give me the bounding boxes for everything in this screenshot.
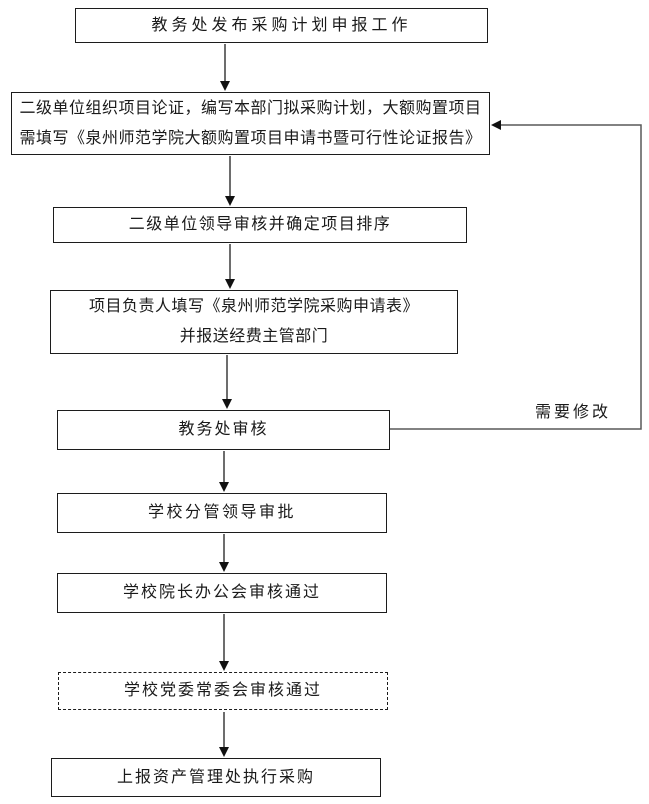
node-president-office-meeting-review: 学校院长办公会审核通过: [57, 573, 387, 613]
node-school-vice-leader-approval: 学校分管领导审批: [57, 493, 387, 533]
node-unit-leader-review-ranking: 二级单位领导审核并确定项目排序: [53, 207, 467, 243]
arrow-8: [219, 712, 229, 757]
feedback-loop-line: [390, 120, 642, 430]
arrow-7: [219, 614, 229, 671]
node-academic-affairs-review: 教务处审核: [57, 410, 390, 450]
arrow-5: [219, 451, 229, 492]
feedback-loop-arrowhead: [491, 120, 501, 130]
node-fill-procurement-application: 项目负责人填写《泉州师范学院采购申请表》 并报送经费主管部门: [50, 290, 458, 354]
node-unit-project-justification: 二级单位组织项目论证，编写本部门拟采购计划，大额购置项目 需填写《泉州师范学院大…: [11, 92, 490, 155]
node-submit-asset-management-execution: 上报资产管理处执行采购: [51, 758, 381, 797]
arrow-4: [222, 355, 232, 409]
feedback-edge-label: 需要修改: [535, 404, 612, 421]
node-party-standing-committee-review: 学校党委常委会审核通过: [58, 672, 388, 710]
arrow-6: [219, 534, 229, 572]
arrow-2: [225, 156, 235, 206]
arrow-3: [225, 244, 235, 289]
node-publish-procurement-plan: 教务处发布采购计划申报工作: [75, 8, 488, 43]
arrow-1: [220, 44, 230, 91]
